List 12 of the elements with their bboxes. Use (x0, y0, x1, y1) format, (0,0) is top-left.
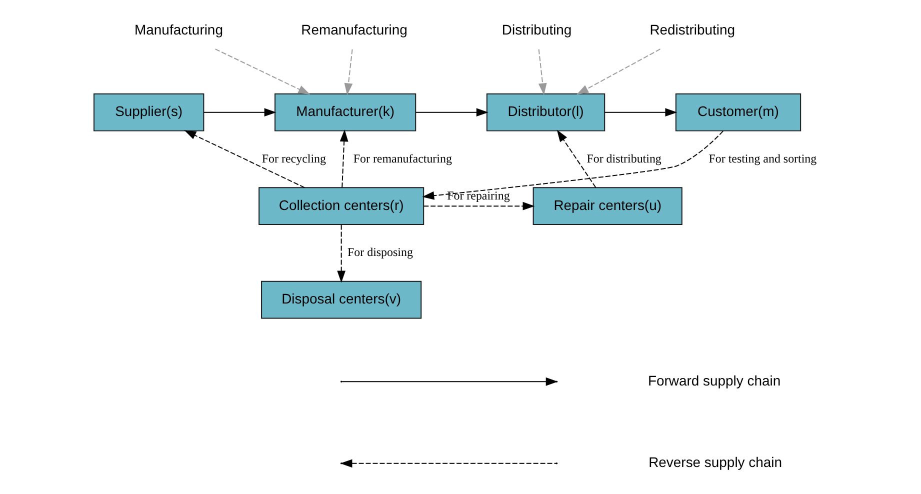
edge-label: For disposing (347, 245, 412, 260)
legend-label: Forward supply chain (648, 372, 780, 388)
node-text: Redistributing (649, 21, 735, 38)
edge-label: For distributing (586, 151, 661, 166)
edge-label: For remanufacturing (352, 151, 452, 166)
node-text: Distributing (501, 21, 572, 38)
legend-label: Reverse supply chain (648, 454, 782, 470)
node-text: Remanufacturing (300, 21, 407, 38)
edge-label: For repairing (446, 188, 510, 203)
node-text: Manufacturing (134, 21, 222, 38)
edge-label: For testing and sorting (708, 151, 816, 166)
edge-label: For recycling (261, 151, 326, 166)
